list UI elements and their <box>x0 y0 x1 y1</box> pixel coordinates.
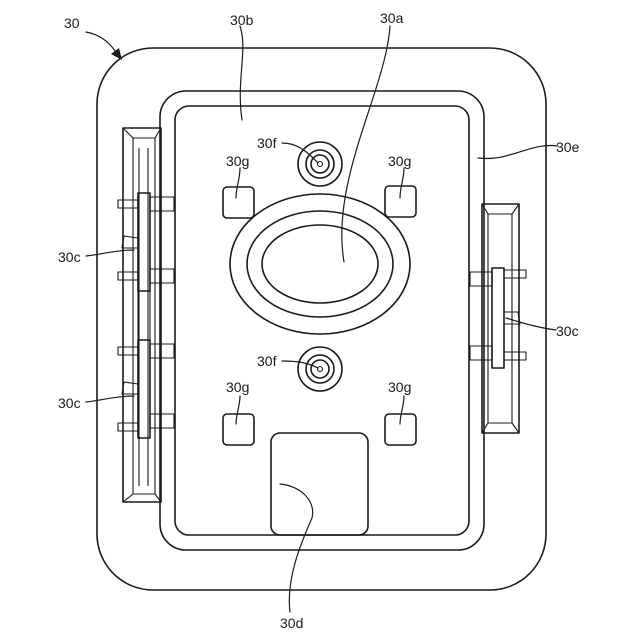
label-30c-left-top: 30c <box>58 249 81 265</box>
left-clip-strip <box>123 128 161 502</box>
pad-top-left <box>223 187 254 218</box>
left-clip-upper <box>118 193 174 291</box>
label-30c-left-bottom: 30c <box>58 395 81 411</box>
connector-housing <box>271 433 368 535</box>
outer-base-plate <box>97 48 546 590</box>
pad-bottom-left <box>223 414 254 445</box>
label-30e: 30e <box>556 139 580 155</box>
label-30g-bottom-right: 30g <box>388 379 411 395</box>
leader-lines <box>86 26 558 612</box>
label-30: 30 <box>64 15 80 31</box>
central-oval-boss <box>230 194 410 334</box>
label-30g-top-left: 30g <box>226 153 249 169</box>
label-30b: 30b <box>230 12 254 28</box>
right-clip-strip <box>482 204 519 433</box>
label-30g-bottom-left: 30g <box>226 379 249 395</box>
right-clip <box>470 268 526 368</box>
label-30d: 30d <box>280 615 303 631</box>
left-clip-lower <box>118 340 174 438</box>
label-30g-top-right: 30g <box>388 153 411 169</box>
screw-boss-bottom <box>298 347 342 391</box>
cover-panel <box>175 106 469 535</box>
label-30c-right: 30c <box>556 323 579 339</box>
label-30f-top: 30f <box>257 135 277 151</box>
screw-boss-top <box>298 142 342 186</box>
label-30f-bottom: 30f <box>257 353 277 369</box>
label-30a: 30a <box>380 10 404 26</box>
cover-frame <box>160 91 484 550</box>
